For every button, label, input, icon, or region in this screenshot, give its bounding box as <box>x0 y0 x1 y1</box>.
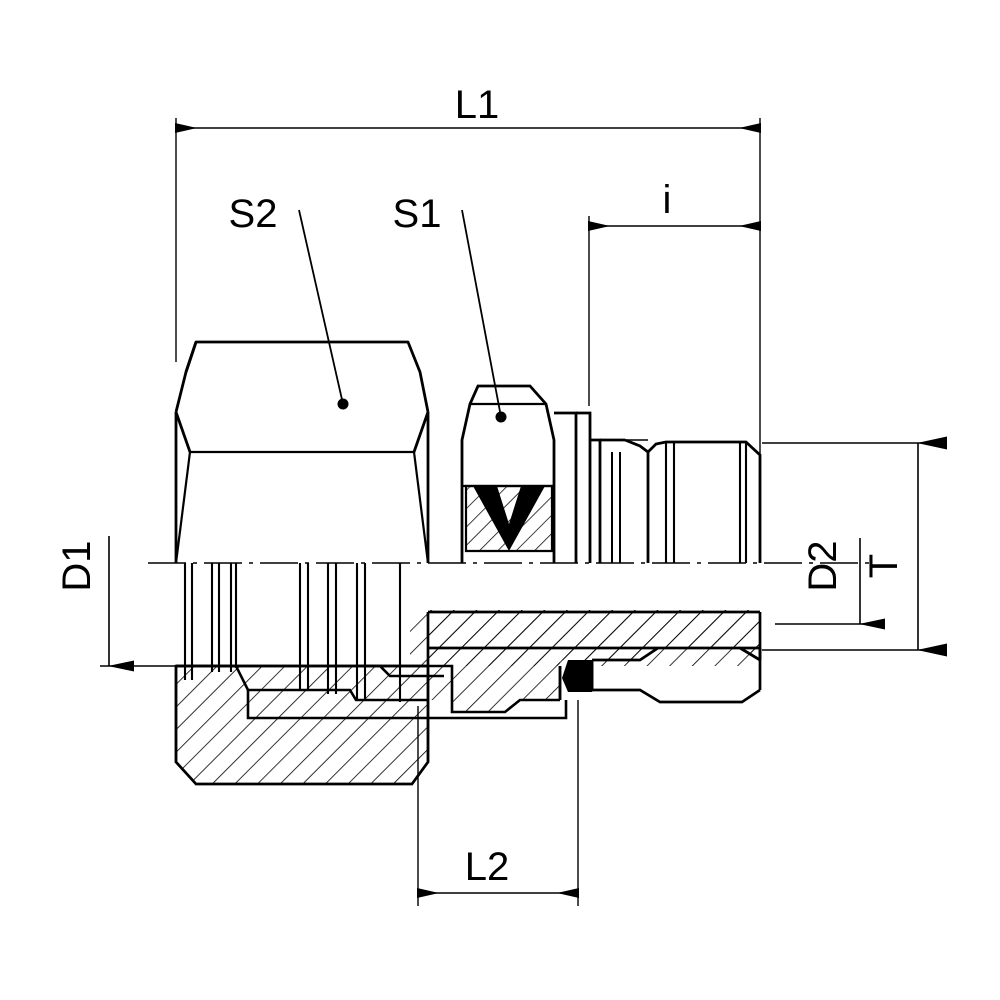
dim-L1-label: L1 <box>455 83 500 127</box>
leader-S2-dot <box>337 398 349 410</box>
leader-S1-label: S1 <box>393 192 442 236</box>
nut-internal-lines <box>183 563 402 702</box>
leader-S2-label: S2 <box>229 192 278 236</box>
dimension-D1: D1 <box>55 536 180 672</box>
dimension-T: T <box>762 436 947 657</box>
dimension-L2: L2 <box>417 700 579 906</box>
dim-D1-label: D1 <box>55 540 99 591</box>
upper-outline <box>174 340 430 564</box>
sectioned-body-hatch <box>174 610 760 786</box>
dimension-i: i <box>588 178 761 406</box>
dim-D2-label: D2 <box>801 540 845 591</box>
leader-S1: S1 <box>393 192 507 423</box>
dim-i-label: i <box>663 178 672 222</box>
surface-finish-v-marker <box>473 486 545 551</box>
dimension-D2: D2 <box>775 538 885 630</box>
male-stud-thread <box>600 439 762 563</box>
dim-L2-label: L2 <box>465 845 510 889</box>
dim-T-label: T <box>862 554 906 578</box>
o-ring-seal <box>562 660 592 692</box>
leader-S1-dot <box>495 411 507 423</box>
leader-S2: S2 <box>229 192 349 410</box>
dimension-L1: L1 <box>175 83 761 455</box>
leader-S2-line <box>298 209 344 405</box>
leader-S1-line <box>461 209 502 418</box>
shoulder-collar-upper <box>554 411 649 563</box>
